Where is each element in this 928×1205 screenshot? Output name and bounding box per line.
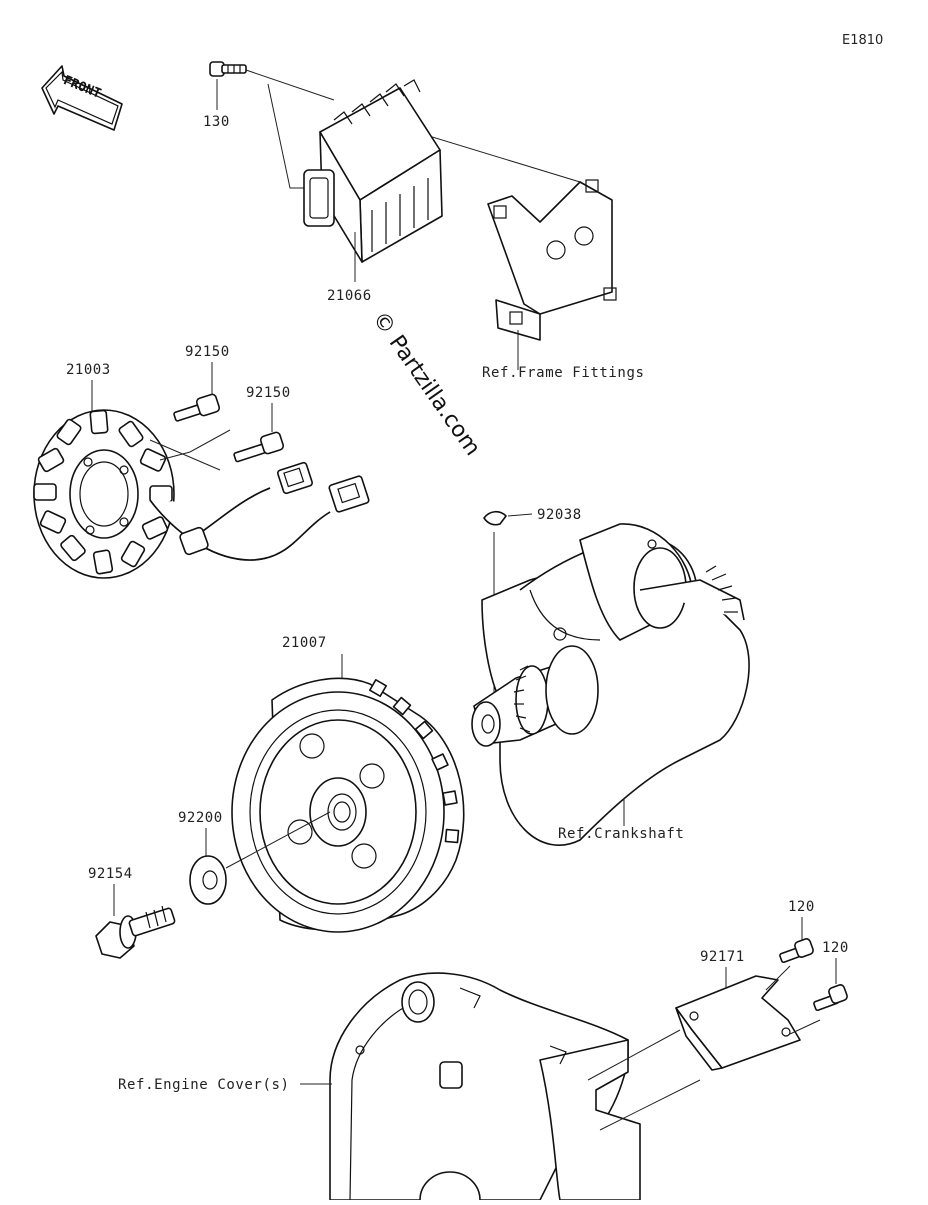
label-21066: 21066 (327, 288, 372, 304)
ref-crankshaft: Ref.Crankshaft (558, 826, 684, 842)
leader-plate-to-screw-a (765, 965, 791, 991)
bolt-92150-b (233, 431, 285, 463)
leader-130-a (245, 69, 335, 101)
rotor-21007 (231, 677, 465, 933)
stator-21003 (33, 409, 175, 579)
ref-frame-fittings: Ref.Frame Fittings (482, 365, 645, 381)
label-120-a: 120 (788, 899, 815, 915)
key-92038 (483, 510, 507, 526)
bolt-92154 (95, 905, 176, 959)
label-92150-a: 92150 (185, 344, 230, 360)
screw-120-b (813, 984, 848, 1012)
label-92150-b: 92150 (246, 385, 291, 401)
washer-92200 (189, 855, 227, 905)
leader-stator-bolt-a (149, 439, 221, 471)
ref-engine-cover: Ref.Engine Cover(s) (118, 1077, 290, 1093)
leader-plate-to-cover-b (599, 1079, 701, 1131)
cover-plate-92171 (675, 975, 801, 1071)
leader-plate-to-cover-a (587, 1029, 681, 1081)
leader-plate-to-screw-b (789, 1019, 821, 1035)
leader-stator-bolt-b (159, 429, 231, 461)
screw-120-a (779, 938, 814, 964)
frame-bracket (487, 179, 617, 341)
regulator-21066 (303, 79, 443, 263)
label-92200: 92200 (178, 810, 223, 826)
label-92154: 92154 (88, 866, 133, 882)
leader-92038 (507, 513, 533, 517)
label-21003: 21003 (66, 362, 111, 378)
crankshaft (471, 523, 750, 846)
engine-cover (329, 972, 641, 1205)
label-21007: 21007 (282, 635, 327, 651)
diagram-code: E1810 (842, 33, 883, 48)
bolt-92150-a (173, 393, 221, 422)
watermark: © Partzilla.com (367, 307, 485, 460)
label-130: 130 (203, 114, 230, 130)
front-arrow-icon: FRONT (41, 65, 123, 131)
label-92171: 92171 (700, 949, 745, 965)
label-120-b: 120 (822, 940, 849, 956)
stator-harness (149, 461, 370, 561)
bolt-130 (209, 61, 247, 77)
leader-rotor-center (225, 811, 331, 869)
label-92038: 92038 (537, 507, 582, 523)
